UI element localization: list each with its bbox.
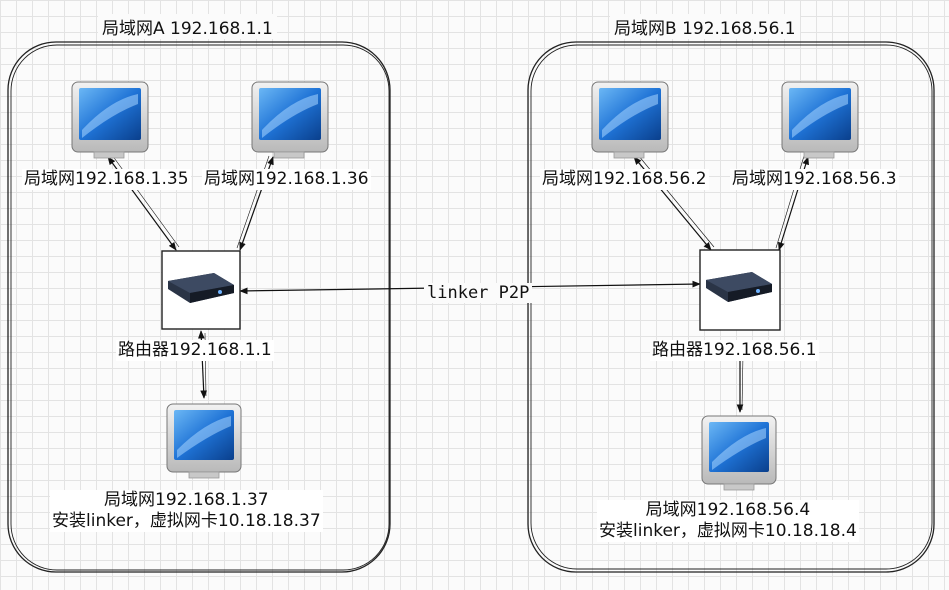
network-b-title: 局域网B 192.168.56.1 [610,14,800,39]
pc-b3-label-note: 安装linker，虚拟网卡10.18.18.4 [599,521,857,541]
pc-b3-icon [701,415,777,491]
router-a-icon [161,250,241,330]
pc-a3-label-note: 安装linker，虚拟网卡10.18.18.37 [52,511,321,531]
pc-a3-icon [166,403,242,479]
router-b-icon [699,249,781,331]
pc-b1-label: 局域网192.168.56.2 [540,169,709,190]
pc-b2-icon [781,81,859,159]
network-a-container [7,41,391,573]
network-b-container [527,41,935,573]
pc-a1-label: 局域网192.168.1.35 [22,169,191,190]
pc-a3-label: 局域网192.168.1.37 安装linker，虚拟网卡10.18.18.37 [50,490,323,532]
pc-b3-label-ip: 局域网192.168.56.4 [645,500,811,520]
p2p-link-label: linker P2P [424,283,533,303]
network-a-title: 局域网A 192.168.1.1 [98,14,277,39]
pc-b3-label: 局域网192.168.56.4 安装linker，虚拟网卡10.18.18.4 [597,500,859,542]
router-a-label: 路由器192.168.1.1 [116,340,274,361]
pc-b1-icon [591,81,669,159]
pc-a3-label-ip: 局域网192.168.1.37 [104,490,269,510]
pc-a1-icon [71,81,149,159]
pc-b2-label: 局域网192.168.56.3 [730,169,899,190]
pc-a2-label: 局域网192.168.1.36 [202,169,371,190]
pc-a2-icon [251,81,329,159]
router-b-label: 路由器192.168.56.1 [650,340,819,361]
